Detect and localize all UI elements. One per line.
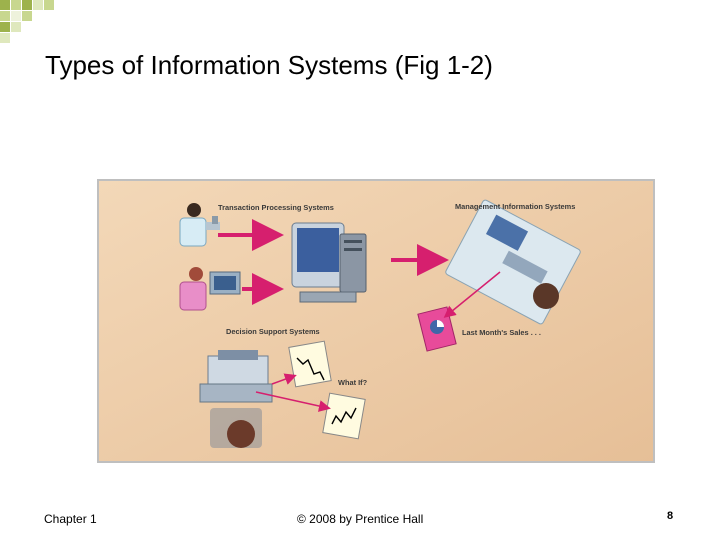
- arrow-to-chart-1: [271, 373, 297, 385]
- corner-decoration: [0, 0, 54, 43]
- mis-label: Management Information Systems: [455, 202, 575, 211]
- slide-title: Types of Information Systems (Fig 1-2): [45, 50, 493, 80]
- page-number: 8: [667, 510, 674, 522]
- tps-clerk-icon: [179, 203, 220, 247]
- mis-desk-icon: [445, 199, 581, 325]
- dss-label: Decision Support Systems: [226, 327, 320, 336]
- tps-clerk-pink-icon: [179, 267, 241, 311]
- whatif-chart-1-icon: [288, 340, 332, 388]
- arrow-to-chart-2: [255, 391, 331, 412]
- central-computer-icon: [291, 222, 367, 303]
- footer-chapter: Chapter 1: [44, 512, 97, 526]
- information-systems-figure: Transaction Processing Systems Managemen…: [97, 179, 655, 463]
- tps-label: Transaction Processing Systems: [218, 203, 334, 212]
- footer-copyright: © 2008 by Prentice Hall: [297, 512, 424, 526]
- report-label: Last Month's Sales . . .: [462, 328, 541, 337]
- whatif-label: What If?: [338, 378, 368, 387]
- sales-report-icon: [417, 306, 457, 352]
- dss-computer-icon: [199, 350, 273, 448]
- whatif-chart-2-icon: [322, 392, 366, 440]
- arrow-to-report: [443, 271, 501, 318]
